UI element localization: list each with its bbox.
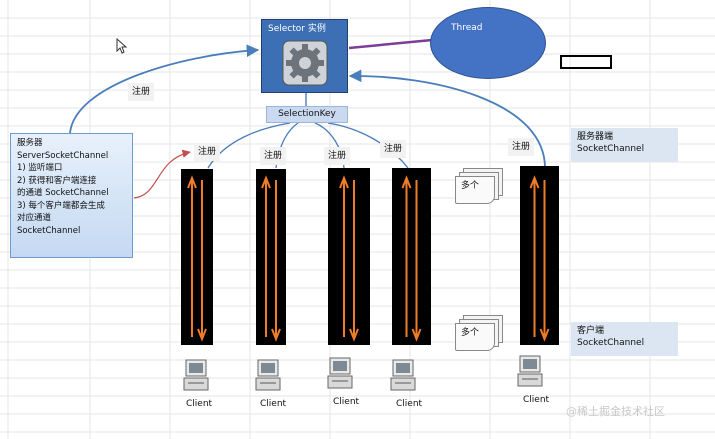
server-description-box: 服务器 ServerSocketChannel 1) 监听端口 2) 获得和客户…	[10, 133, 133, 258]
channel-arrowhead-down	[197, 328, 207, 342]
computer-screen	[333, 361, 347, 371]
channel-arrowhead-up	[529, 175, 540, 189]
channel-arrowhead-down	[271, 328, 281, 342]
client-side-box: 客户端 SocketChannel	[571, 322, 678, 356]
selection-key-label: SelectionKey	[278, 109, 336, 119]
server-line-8: SocketChannel	[17, 225, 81, 236]
client-label-3: Client	[333, 397, 360, 407]
channel-arrowhead-down	[539, 328, 550, 342]
computer-screen	[261, 363, 275, 373]
many-label-bottom: 多个	[461, 328, 480, 338]
computer-screen	[396, 363, 410, 373]
register-label-2: 注册	[260, 147, 287, 165]
watermark: @稀土掘金技术社区	[566, 405, 665, 418]
register-label-4: 注册	[380, 140, 407, 158]
register-label-5: 注册	[508, 138, 535, 156]
channel-arrowhead-up	[401, 175, 412, 189]
channel-bars	[181, 166, 559, 345]
client-side-line-2: SocketChannel	[577, 338, 645, 348]
register-arrow-server	[69, 44, 260, 134]
channel-arrowhead-up	[339, 175, 349, 189]
computer-screen	[189, 363, 203, 373]
client-label-2: Client	[260, 399, 287, 409]
server-side-box: 服务器端 SocketChannel	[571, 128, 678, 162]
channel-bar	[256, 169, 286, 345]
server-line-2: ServerSocketChannel	[17, 150, 109, 161]
register-arrow-server-channel	[348, 69, 546, 169]
channel-arrowhead-down	[349, 328, 359, 342]
channel-arrowhead-down	[411, 328, 422, 342]
selector-thread-link	[348, 38, 433, 50]
server-line-3: 1) 监听端口	[17, 163, 63, 173]
computer-drive	[188, 382, 204, 384]
server-line-1: 服务器	[17, 138, 43, 148]
server-line-6: 3) 每个客户端都会生成	[17, 200, 105, 211]
server-to-register-arrow	[133, 149, 191, 199]
selected-cell[interactable]	[560, 55, 612, 69]
computer-icon	[255, 359, 281, 391]
register-label-1: 注册	[194, 143, 221, 161]
server-line-7: 对应通道	[17, 213, 52, 223]
server-side-line-2: SocketChannel	[577, 144, 645, 154]
channel-bar	[181, 169, 213, 345]
selector-title: Selector 实例	[268, 24, 326, 34]
computer-screen	[523, 359, 537, 369]
computer-drive	[395, 382, 411, 384]
computer-drive	[522, 378, 538, 380]
computer-icon	[327, 357, 353, 389]
selector-box: Selector 实例	[261, 19, 348, 93]
client-label-1: Client	[186, 399, 213, 409]
client-label-4: Client	[396, 399, 423, 409]
channel-arrowhead-up	[187, 175, 197, 189]
register-label-3: 注册	[324, 147, 351, 165]
thread-ellipse: Thread	[430, 7, 546, 79]
computer-drive	[332, 380, 348, 382]
client-label-5: Client	[523, 395, 550, 405]
many-stack-top: 多个	[455, 168, 505, 204]
server-side-line-1: 服务器端	[577, 132, 614, 142]
gear-icon	[282, 40, 328, 86]
channel-arrowhead-up	[261, 175, 271, 189]
server-line-4: 2) 获得和客户端连接	[17, 175, 97, 186]
many-label-top: 多个	[461, 181, 480, 191]
channel-bar	[328, 168, 370, 345]
client-computers	[183, 355, 543, 391]
server-line-5: 的通道 SocketChannel	[17, 188, 109, 198]
selection-key-box: SelectionKey	[266, 106, 348, 123]
many-stack-bottom: 多个	[455, 315, 505, 355]
channel-bar	[520, 166, 559, 345]
computer-icon	[517, 355, 543, 387]
thread-label: Thread	[451, 23, 483, 33]
selection-key-connector	[327, 122, 409, 169]
computer-icon	[183, 359, 209, 391]
mouse-cursor-icon	[116, 38, 128, 54]
channel-bar	[392, 168, 431, 345]
computer-drive	[260, 382, 276, 384]
client-side-line-1: 客户端	[577, 326, 605, 336]
computer-icon	[390, 359, 416, 391]
register-label-top: 注册	[128, 83, 155, 101]
